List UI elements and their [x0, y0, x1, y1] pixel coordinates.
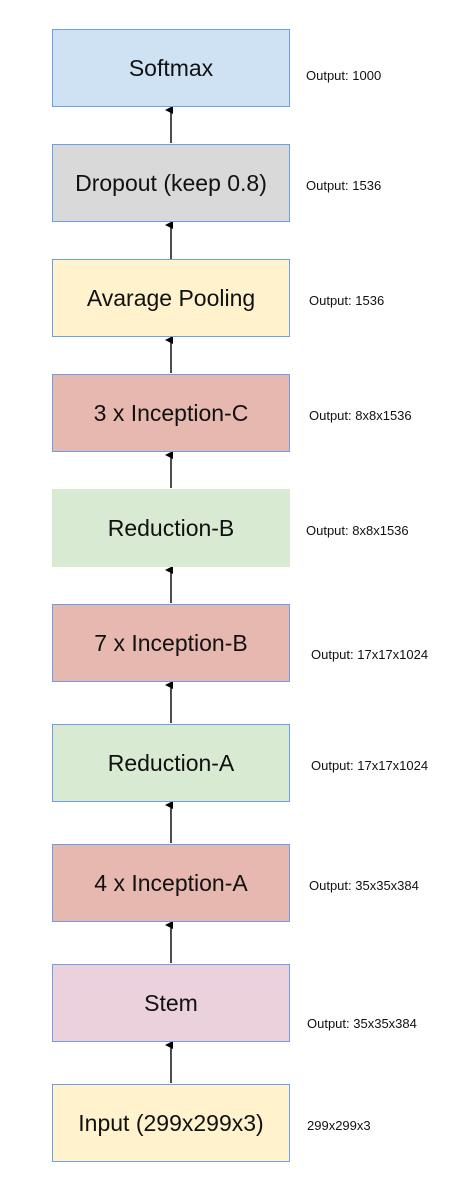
reduction-b-output: Output: 8x8x1536	[306, 523, 409, 538]
reduction-a-label: Reduction-A	[107, 749, 235, 776]
dropout-output: Output: 1536	[306, 178, 382, 193]
reduction-b-block: Reduction-B	[52, 489, 290, 567]
stem-block: Stem	[52, 964, 290, 1042]
inception-b-block: 7 x Inception-B	[52, 604, 290, 682]
inception-b-label: 7 x Inception-B	[94, 629, 248, 656]
reduction-b-label: Reduction-B	[107, 514, 235, 541]
reduction-a-output: Output: 17x17x1024	[311, 758, 429, 773]
inception-c-label: 3 x Inception-C	[93, 399, 249, 426]
softmax-block: Softmax	[52, 29, 290, 107]
avg-pool-output: Output: 1536	[309, 293, 385, 308]
stem-label: Stem	[144, 989, 198, 1016]
softmax-label: Softmax	[128, 54, 214, 81]
input-label: Input (299x299x3)	[78, 1109, 264, 1136]
dropout-label: Dropout (keep 0.8)	[75, 169, 267, 196]
inception-c-block: 3 x Inception-C	[52, 374, 290, 452]
avg-pool-block: Avarage Pooling	[52, 259, 290, 337]
inception-b-output: Output: 17x17x1024	[311, 647, 429, 662]
inception-a-output: Output: 35x35x384	[309, 878, 419, 893]
inception-a-block: 4 x Inception-A	[52, 844, 290, 922]
softmax-output: Output: 1000	[306, 68, 382, 83]
input-block: Input (299x299x3)	[52, 1084, 290, 1162]
stem-output: Output: 35x35x384	[307, 1016, 417, 1031]
input-output: 299x299x3	[307, 1118, 371, 1133]
avg-pool-label: Avarage Pooling	[86, 284, 256, 311]
dropout-block: Dropout (keep 0.8)	[52, 144, 290, 222]
reduction-a-block: Reduction-A	[52, 724, 290, 802]
inception-c-output: Output: 8x8x1536	[309, 408, 412, 423]
inception-a-label: 4 x Inception-A	[94, 869, 248, 896]
